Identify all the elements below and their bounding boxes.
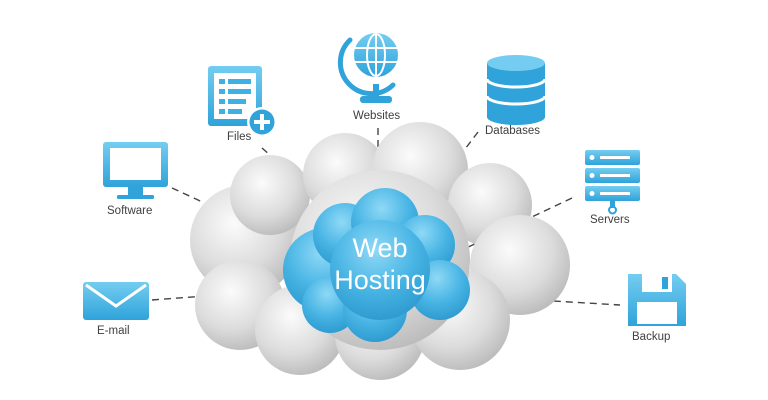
floppy-disk-icon <box>628 274 686 326</box>
node-label-websites: Websites <box>353 110 401 122</box>
center-title-line2: Hosting <box>334 265 426 295</box>
envelope-icon <box>83 282 149 320</box>
node-label-servers: Servers <box>590 214 630 226</box>
node-label-files: Files <box>227 131 252 143</box>
node-label-databases: Databases <box>485 125 540 137</box>
blue-cloud <box>283 188 470 342</box>
file-add-icon <box>208 66 277 137</box>
center-title: Web Hosting <box>305 232 455 296</box>
node-label-software: Software <box>107 205 153 217</box>
node-label-email: E-mail <box>97 325 130 337</box>
monitor-icon <box>103 142 168 199</box>
server-rack-icon <box>585 150 640 215</box>
node-label-backup: Backup <box>632 331 671 343</box>
globe-icon <box>337 33 398 103</box>
database-icon <box>485 55 547 125</box>
center-title-line1: Web <box>352 233 408 263</box>
